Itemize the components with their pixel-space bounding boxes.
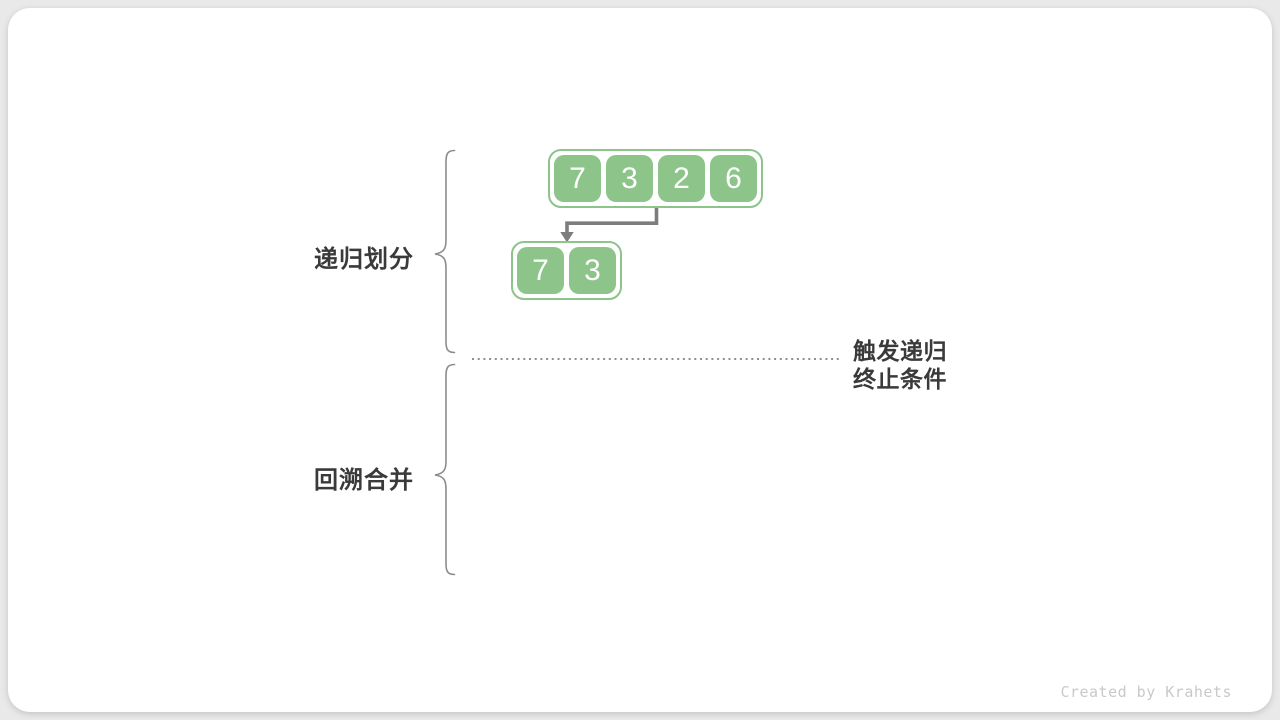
array-cell: 7 xyxy=(517,247,564,294)
curly-brace-divide-icon xyxy=(434,149,456,354)
array-level-1: 7 3 2 6 xyxy=(548,149,763,208)
array-cell: 2 xyxy=(658,155,705,202)
label-backtrack-merge: 回溯合并 xyxy=(314,467,414,494)
diagram-card: 递归划分 回溯合并 触发递归 终止条件 7 3 2 6 7 3 Created … xyxy=(8,8,1272,712)
array-level-2: 7 3 xyxy=(511,241,622,300)
watermark: Created by Krahets xyxy=(1060,683,1232,701)
array-cell: 3 xyxy=(606,155,653,202)
label-termination-condition: 触发递归 终止条件 xyxy=(853,337,947,393)
array-cell: 3 xyxy=(569,247,616,294)
label-recursive-divide: 递归划分 xyxy=(314,246,414,273)
divide-arrow xyxy=(565,207,659,233)
diagram-strokes xyxy=(434,149,842,576)
array-cell: 7 xyxy=(554,155,601,202)
termination-line-2: 终止条件 xyxy=(853,366,947,392)
array-cell: 6 xyxy=(710,155,757,202)
curly-brace-merge-icon xyxy=(434,363,456,576)
termination-line-1: 触发递归 xyxy=(853,338,947,364)
